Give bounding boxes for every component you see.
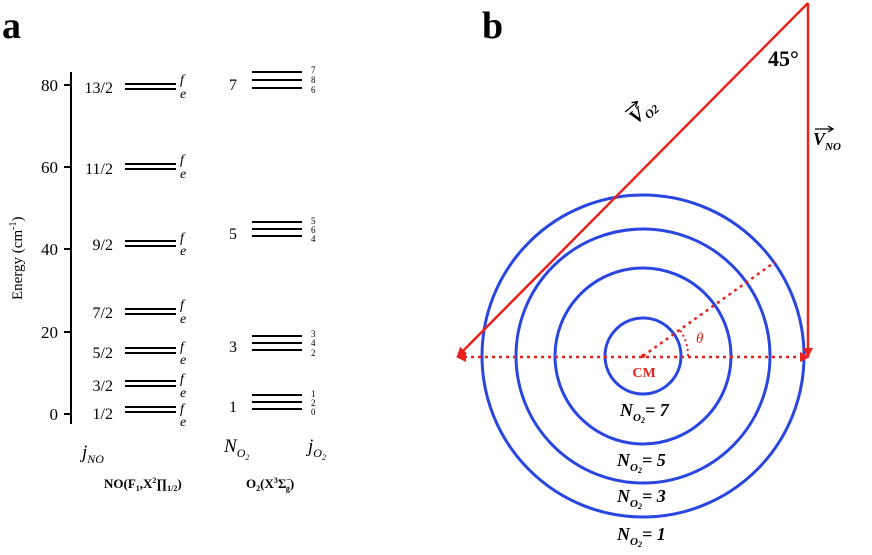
panel-a: a 0 20 40 60 80 Energy (cm-1) 1/2 f e 3/… [2,5,326,493]
panel-b: b 45° VNO VO2 θ CM NO2= 7 NO2= 5 NO2= 3 [456,2,841,549]
o2-n-label: 3 [229,339,237,356]
ring-label-n3: NO2= 3 [616,486,666,511]
no-levels: 1/2 f e 3/2 f e 5/2 f e 7/2 f e 9/2 [85,73,187,430]
no-parity-f: f [180,372,186,387]
v-o2-label: VO2 [625,94,662,130]
v-o2-vector-bar [624,101,637,113]
species-o2-label: O2(X3Σ−g) [246,475,294,493]
no-parity-e: e [180,415,186,430]
panel-b-label: b [482,5,503,47]
y-ticks: 0 20 40 60 80 [41,76,71,424]
no-parity-f: f [180,231,186,246]
scatter-direction-dotted [642,260,776,358]
o2-j-label: 8 [311,75,316,85]
no-j-label: 7/2 [93,305,113,322]
o2-n-label: 5 [229,226,237,243]
v-no-vector-head [827,125,835,133]
angle-label: 45° [768,46,799,71]
no-parity-f: f [180,402,186,417]
panel-a-label: a [2,5,21,47]
ring-label-n1: NO2= 1 [616,524,666,549]
y-tick-label-20: 20 [41,323,58,342]
y-tick-label-40: 40 [41,240,58,259]
no-parity-f: f [180,73,186,88]
o2-j-label: 7 [311,65,316,75]
ring-label-n5: NO2= 5 [616,450,666,475]
o2-j-label: 4 [311,234,316,244]
no-parity-f: f [180,340,186,355]
v-o2-label-group: VO2 [624,94,662,130]
theta-arc [679,329,690,357]
no-j-label: 13/2 [85,80,113,97]
v-o2-arrow [456,2,809,358]
cm-dot [641,354,645,358]
theta-label: θ [696,331,704,347]
no-parity-e: e [180,312,186,327]
v-no-label: VNO [813,129,841,153]
no-parity-e: e [180,386,186,401]
o2-j-label: 1 [311,389,316,399]
o2-levels: 1 1 2 0 3 3 4 2 5 5 6 4 7 [229,65,316,417]
o2-j-label: 5 [311,216,316,226]
y-tick-label-0: 0 [50,405,59,424]
o2-j-label: 3 [311,329,316,339]
o2-j-label: 4 [311,338,316,348]
col-label-no2: NO2 [223,436,249,462]
o2-j-label: 2 [311,398,316,408]
no-j-label: 3/2 [93,378,113,395]
o2-n-label: 1 [229,399,237,416]
cm-label: CM [632,366,655,381]
o2-n-label: 7 [229,77,237,94]
no-j-label: 5/2 [93,345,113,362]
species-no-label: NO(F1,X2∏1/2) [104,476,182,493]
o2-j-label: 0 [311,407,316,417]
no-parity-e: e [180,87,186,102]
no-parity-e: e [180,167,186,182]
no-j-label: 1/2 [93,406,113,423]
no-parity-f: f [180,153,186,168]
ring-label-n7: NO2= 7 [619,400,670,425]
no-j-label: 9/2 [93,237,113,254]
no-parity-e: e [180,244,186,259]
col-label-jno: jNO [79,442,104,466]
no-j-label: 11/2 [85,161,113,178]
o2-j-label: 6 [311,225,316,235]
col-label-jo2: jO2 [305,436,326,462]
no-parity-e: e [180,353,186,368]
v-o2-vector-head [631,100,639,108]
y-tick-label-80: 80 [41,76,58,95]
o2-j-label: 6 [311,85,316,95]
o2-j-label: 2 [311,348,316,358]
y-tick-label-60: 60 [41,158,58,177]
y-axis-label: Energy (cm-1) [8,217,26,300]
no-parity-f: f [180,298,186,313]
